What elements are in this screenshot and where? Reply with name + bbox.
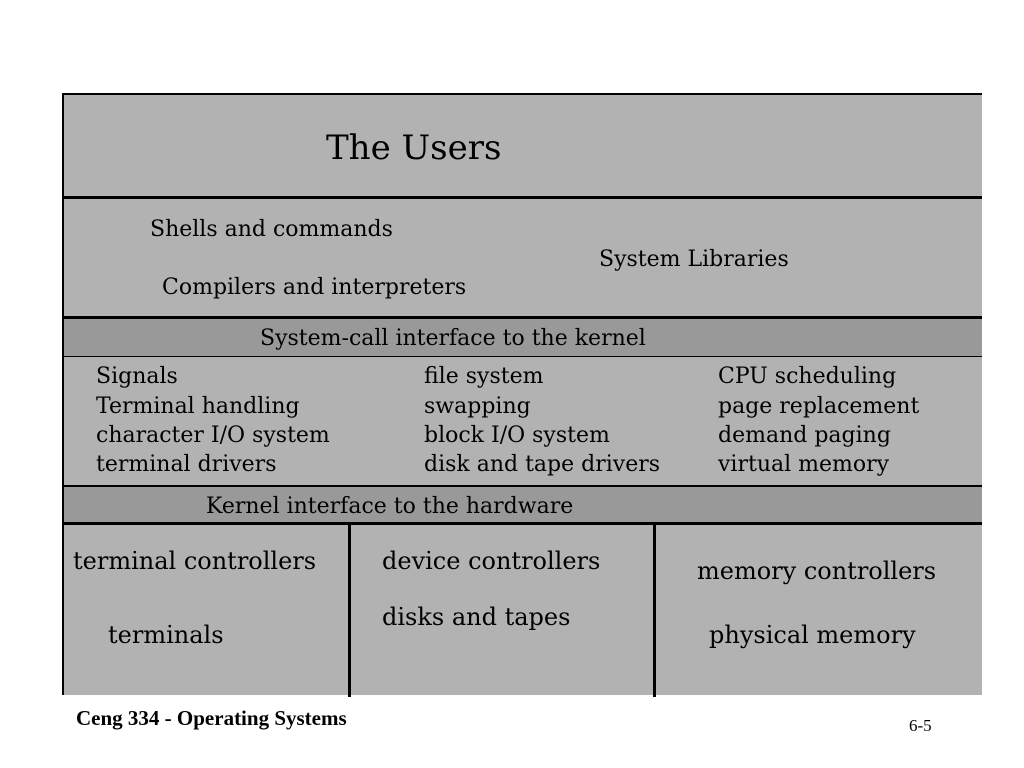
kernel-item: demand paging bbox=[718, 423, 891, 448]
system-libraries-label: System Libraries bbox=[599, 247, 789, 272]
unix-structure-diagram: The Users Shells and commands Compilers … bbox=[62, 93, 982, 697]
hardware-interface-label: Kernel interface to the hardware bbox=[206, 494, 574, 519]
kernel-item: file system bbox=[424, 364, 544, 389]
column-divider bbox=[348, 525, 351, 697]
column-divider bbox=[653, 525, 656, 697]
users-layer: The Users bbox=[64, 95, 982, 199]
kernel-item: disk and tape drivers bbox=[424, 452, 661, 477]
kernel-item: block I/O system bbox=[424, 423, 610, 448]
kernel-item: character I/O system bbox=[96, 423, 330, 448]
user-programs-layer: Shells and commands Compilers and interp… bbox=[64, 199, 982, 319]
slide-number: 6-5 bbox=[909, 716, 932, 735]
hardware-item: disks and tapes bbox=[382, 603, 571, 631]
hardware-item: physical memory bbox=[709, 621, 916, 649]
hardware-item: terminals bbox=[108, 621, 224, 649]
hardware-item: memory controllers bbox=[697, 557, 937, 585]
kernel-item: virtual memory bbox=[718, 452, 890, 477]
kernel-item: terminal drivers bbox=[96, 452, 277, 477]
shells-label: Shells and commands bbox=[150, 217, 393, 242]
course-title: Ceng 334 - Operating Systems bbox=[76, 706, 347, 730]
syscall-interface-layer: System-call interface to the kernel bbox=[64, 319, 982, 357]
kernel-item: CPU scheduling bbox=[718, 364, 897, 389]
hardware-item: device controllers bbox=[382, 547, 601, 575]
syscall-interface-label: System-call interface to the kernel bbox=[260, 326, 646, 351]
kernel-item: Terminal handling bbox=[96, 394, 300, 419]
hardware-interface-layer: Kernel interface to the hardware bbox=[64, 487, 982, 525]
users-title: The Users bbox=[326, 128, 502, 168]
kernel-layer: Signals Terminal handling character I/O … bbox=[64, 357, 982, 487]
kernel-item: swapping bbox=[424, 394, 531, 419]
hardware-item: terminal controllers bbox=[73, 547, 317, 575]
kernel-item: Signals bbox=[96, 364, 178, 389]
kernel-item: page replacement bbox=[718, 394, 920, 419]
compilers-label: Compilers and interpreters bbox=[162, 275, 467, 300]
hardware-layer: terminal controllers terminals device co… bbox=[64, 525, 982, 697]
